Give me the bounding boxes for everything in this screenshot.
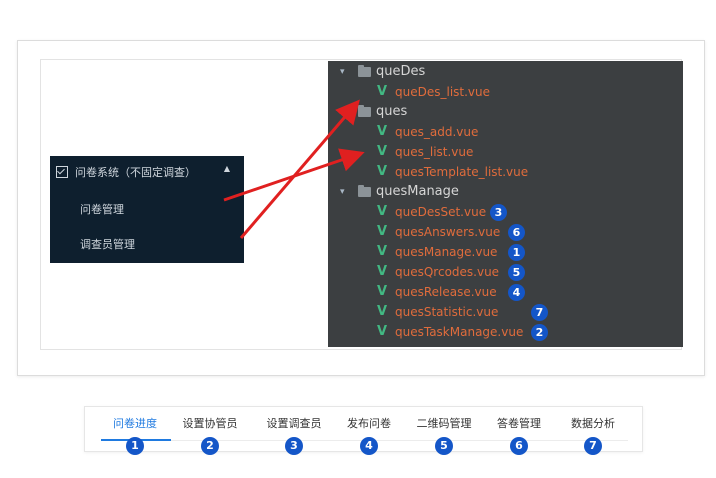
step-badge: 2: [531, 324, 548, 341]
file-name: quesStatistic.vue: [395, 305, 499, 319]
arrow-to-quedes: [239, 99, 360, 239]
vue-file-icon: V: [377, 264, 388, 279]
menu-item-surveyor-manage[interactable]: 调查员管理: [80, 238, 135, 251]
step-badge: 6: [510, 437, 528, 455]
file-row[interactable]: V quesAnswers.vue 6: [328, 223, 683, 241]
file-name: queDesSet.vue: [395, 205, 487, 219]
annotation-arrows: [223, 99, 365, 239]
tab-bar: 问卷进度 设置协管员 设置调查员 发布问卷 二维码管理 答卷管理 数据分析 1 …: [84, 406, 643, 455]
file-row[interactable]: V queDesSet.vue 3: [328, 203, 683, 221]
step-badge: 6: [508, 224, 525, 241]
tab-answers[interactable]: 答卷管理: [497, 417, 541, 430]
checkbox-icon: [56, 166, 68, 178]
folder-name: quesManage: [376, 184, 459, 199]
file-row[interactable]: V quesStatistic.vue 7: [328, 303, 683, 321]
vue-file-icon: V: [377, 324, 388, 339]
menu-item-questionnaire-manage[interactable]: 问卷管理: [80, 203, 124, 216]
vue-file-icon: V: [377, 124, 388, 139]
step-badge: 7: [531, 304, 548, 321]
file-row[interactable]: V queDes_list.vue: [328, 83, 683, 101]
chevron-down-icon: ▾: [340, 67, 345, 77]
file-name: ques_list.vue: [395, 145, 474, 159]
file-name: quesAnswers.vue: [395, 225, 501, 239]
vue-file-icon: V: [377, 164, 388, 179]
vue-file-icon: V: [377, 224, 388, 239]
file-name: queDes_list.vue: [395, 85, 491, 99]
tab-analytics[interactable]: 数据分析: [571, 417, 615, 430]
step-badge: 4: [508, 284, 525, 301]
folder-icon: [358, 65, 371, 77]
file-row[interactable]: V quesTemplate_list.vue: [328, 163, 683, 181]
step-badge: 4: [360, 437, 378, 455]
step-badge: 1: [126, 437, 144, 455]
vue-file-icon: V: [377, 144, 388, 159]
vue-file-icon: V: [377, 204, 388, 219]
step-badge: 1: [508, 244, 525, 261]
file-row[interactable]: V ques_list.vue: [328, 143, 683, 161]
step-badge: 5: [435, 437, 453, 455]
menu-group-questionnaire[interactable]: 问卷系统（不固定调查） ▲: [50, 156, 244, 188]
vue-file-icon: V: [377, 284, 388, 299]
chevron-down-icon: ▾: [340, 187, 345, 197]
project-file-tree: ▾ queDes V queDes_list.vue ▾ ques V ques…: [328, 61, 683, 347]
file-name: quesTemplate_list.vue: [395, 165, 529, 179]
vue-file-icon: V: [377, 244, 388, 259]
screenshot-card: 问卷系统（不固定调查） ▲ 问卷管理 调查员管理 ▾ queDes V queD…: [17, 40, 705, 376]
step-badge: 2: [201, 437, 219, 455]
step-badge: 3: [490, 204, 507, 221]
arrow-to-ques-list: [223, 148, 365, 202]
step-badge: 7: [584, 437, 602, 455]
folder-icon: [358, 185, 371, 197]
sidebar-menu: 问卷系统（不固定调查） ▲ 问卷管理 调查员管理: [50, 156, 244, 263]
file-row[interactable]: V quesTaskManage.vue 2: [328, 323, 683, 341]
file-name: quesTaskManage.vue: [395, 325, 524, 339]
step-badge: 5: [508, 264, 525, 281]
folder-icon: [358, 105, 371, 117]
file-name: quesManage.vue: [395, 245, 498, 259]
file-row[interactable]: V quesRelease.vue 4: [328, 283, 683, 301]
screenshot-panel: 问卷系统（不固定调查） ▲ 问卷管理 调查员管理 ▾ queDes V queD…: [40, 59, 683, 350]
file-row[interactable]: V quesQrcodes.vue 5: [328, 263, 683, 281]
folder-name: ques: [376, 104, 408, 119]
tab-surveyor[interactable]: 设置调查员: [266, 417, 322, 430]
tab-qrcode[interactable]: 二维码管理: [416, 417, 472, 430]
file-row[interactable]: V ques_add.vue: [328, 123, 683, 141]
file-row[interactable]: V quesManage.vue 1: [328, 243, 683, 261]
folder-name: queDes: [376, 64, 426, 79]
vue-file-icon: V: [377, 84, 388, 99]
step-badge: 3: [285, 437, 303, 455]
menu-group-title: 问卷系统（不固定调查）: [75, 166, 196, 179]
file-name: ques_add.vue: [395, 125, 479, 139]
folder-row-quesmanage[interactable]: ▾ quesManage: [328, 183, 683, 201]
vue-file-icon: V: [377, 304, 388, 319]
caret-up-icon: ▲: [223, 164, 230, 173]
tab-publish[interactable]: 发布问卷: [347, 417, 391, 430]
tab-progress[interactable]: 问卷进度: [113, 417, 157, 430]
file-name: quesQrcodes.vue: [395, 265, 500, 279]
folder-row-quedes[interactable]: ▾ queDes: [328, 63, 683, 81]
tab-co-manager[interactable]: 设置协管员: [182, 417, 238, 430]
file-name: quesRelease.vue: [395, 285, 497, 299]
